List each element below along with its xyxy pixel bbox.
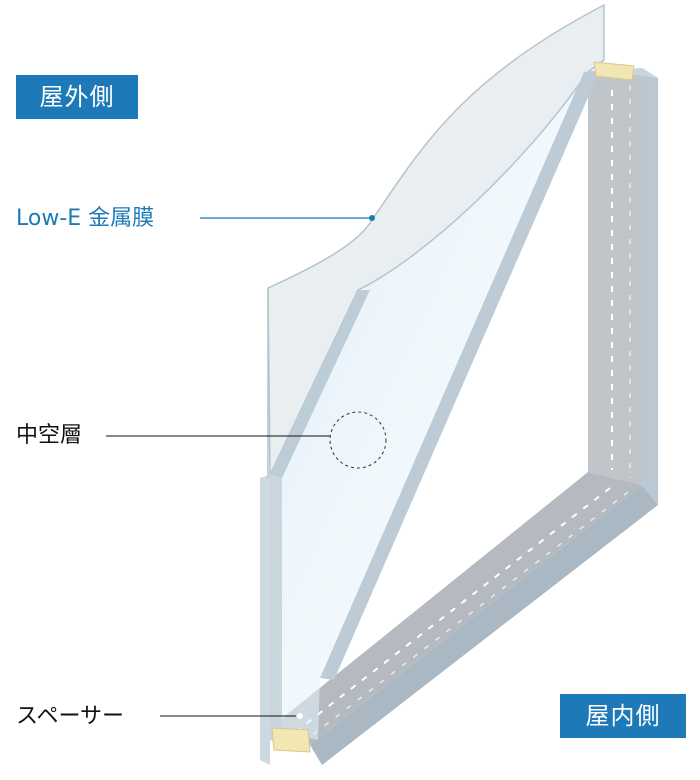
spacer-end-bottom [271, 727, 311, 753]
spacer-right [588, 68, 642, 485]
inner-pane-bottom-edge [310, 485, 658, 765]
spacer-bottom-dashes-2 [305, 491, 629, 741]
inner-pane-diagonal-edge [320, 70, 600, 680]
outer-pane-face [267, 3, 605, 476]
spacer-pointer-dot [297, 713, 303, 719]
inner-pane-left-edge [270, 475, 282, 745]
indoor-side-badge: 屋内側 [560, 694, 686, 738]
inner-pane-face [270, 72, 584, 740]
spacer-bottom-dashes [297, 487, 611, 731]
low-e-leader-dot [369, 215, 375, 221]
spacer-bottom [270, 472, 642, 745]
spacer-end-top [593, 61, 635, 81]
low-e-film-label: Low-E 金属膜 [16, 206, 155, 231]
hollow-layer-indicator [329, 411, 387, 469]
inner-pane-right-edge [642, 68, 658, 505]
spacer-label: スペーサー [16, 704, 125, 729]
outdoor-side-badge: 屋外側 [16, 75, 138, 119]
hollow-layer-label: 中空層 [16, 423, 83, 448]
inner-pane-upper-cut-edge [270, 290, 370, 478]
outer-pane-left-edge [260, 475, 270, 765]
